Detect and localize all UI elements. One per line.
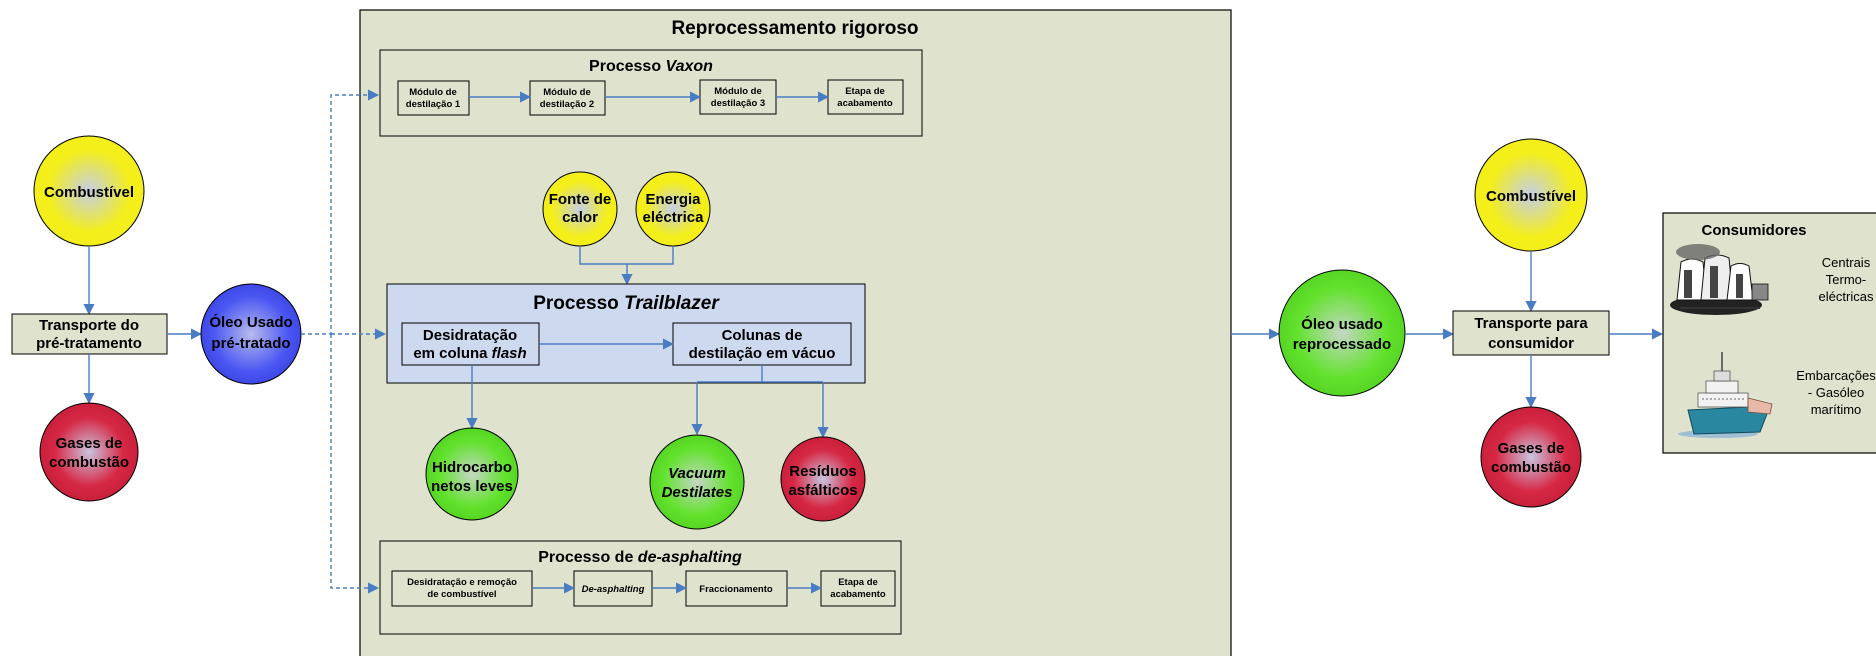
svg-text:destilação em vácuo: destilação em vácuo [689,345,836,362]
heat-source-node: Fonte de calor [542,171,618,247]
power-plants-label-2: Termo- [1826,272,1866,287]
svg-text:Combustível: Combustível [44,184,134,201]
svg-text:reprocessado: reprocessado [1293,336,1391,353]
consumer-transport-box: Transporte para consumidor [1452,310,1610,356]
deasphalting-step-1: Desidratação e remoção de combustível [391,570,533,607]
consumers-title: Consumidores [1701,222,1806,239]
svg-text:Módulo de: Módulo de [543,87,591,98]
trailblazer-step-dehydration: Desidratação em coluna flash [401,322,540,366]
deasphalting-step-3: Fraccionamento [685,570,788,607]
svg-text:Fraccionamento: Fraccionamento [699,584,773,595]
svg-text:asfálticos: asfálticos [788,482,857,499]
svg-text:Módulo de: Módulo de [714,86,762,97]
vacuum-distillates-node: Vacuum Destilates [649,434,745,530]
svg-text:Etapa de: Etapa de [838,577,878,588]
svg-text:Etapa de: Etapa de [845,86,885,97]
svg-text:em coluna flash: em coluna flash [413,345,526,362]
svg-text:calor: calor [562,209,598,226]
svg-text:Colunas de: Colunas de [722,327,803,344]
trailblazer-step-vacuum-distillation: Colunas de destilação em vácuo [672,322,852,366]
svg-text:Óleo usado: Óleo usado [1301,315,1383,333]
svg-text:Gases de: Gases de [1498,440,1565,457]
right-fuel-node: Combustível [1474,138,1588,252]
svg-text:Desidratação: Desidratação [423,327,517,344]
svg-text:pré-tratado: pré-tratado [211,335,290,352]
deasphalting-step-2: De-asphalting [573,570,653,607]
ships-label-2: - Gasóleo [1808,385,1864,400]
svg-text:destilação 3: destilação 3 [711,98,765,109]
svg-text:Resíduos: Resíduos [789,463,857,480]
ship-icon [1678,352,1773,438]
trailblazer-title: Processo Trailblazer [533,293,720,314]
svg-text:pré-tratamento: pré-tratamento [36,335,142,352]
dashed-line-to-vaxon [301,89,380,335]
vaxon-title: Processo Vaxon [589,58,713,75]
svg-text:De-asphalting: De-asphalting [582,584,645,595]
trailblazer-process: Processo Trailblazer Desidratação em col… [386,283,866,384]
svg-text:Energia: Energia [645,191,701,208]
svg-text:Gases de: Gases de [56,435,123,452]
vacuum-outputs-connector [697,365,823,383]
svg-text:destilação 1: destilação 1 [406,99,461,110]
vaxon-step-3: Módulo de destilação 3 [699,79,777,115]
svg-text:consumidor: consumidor [1488,335,1574,352]
left-transport-box: Transporte do pré-tratamento [11,313,168,355]
consumers-panel: Consumidores Centrais Termo- eléctricas [1662,212,1876,454]
vaxon-process: Processo Vaxon Módulo de destilação 1 Mó… [379,49,923,137]
left-fuel-node: Combustível [33,135,145,247]
power-plants-label-3: eléctricas [1819,289,1874,304]
svg-text:Óleo Usado: Óleo Usado [209,313,292,331]
svg-text:Vacuum: Vacuum [668,465,726,482]
svg-text:netos leves: netos leves [431,478,513,495]
asphaltic-residues-node: Resíduos asfálticos [780,436,866,522]
power-plants-label-1: Centrais [1822,255,1871,270]
svg-text:Destilates: Destilates [662,484,733,501]
main-panel-title: Reprocessamento rigoroso [671,18,918,39]
left-combustion-gases-node: Gases de combustão [39,402,139,502]
ships-label-1: Embarcações [1796,368,1876,383]
power-plant-icon [1670,244,1769,315]
deasphalting-step-4: Etapa de acabamento [820,570,896,607]
ships-label-3: marítimo [1811,402,1862,417]
svg-text:Fonte de: Fonte de [549,191,612,208]
electric-power-node: Energia eléctrica [635,171,711,247]
svg-text:destilação 2: destilação 2 [540,99,594,110]
svg-text:de combustível: de combustível [427,589,496,600]
vaxon-step-2: Módulo de destilação 2 [529,80,606,116]
svg-text:Transporte para: Transporte para [1474,315,1588,332]
svg-text:Módulo de: Módulo de [409,87,457,98]
svg-text:Desidratação e remoção: Desidratação e remoção [407,577,517,588]
deasphalting-title: Processo de de-asphalting [538,549,742,566]
svg-text:combustão: combustão [1491,459,1571,476]
reprocessed-oil-node: Óleo usado reprocessado [1278,269,1406,397]
dashed-line-to-deasphalting [330,334,380,594]
pretreated-oil-node: Óleo Usado pré-tratado [200,283,302,385]
svg-text:acabamento: acabamento [837,98,893,109]
svg-text:Transporte do: Transporte do [39,317,139,334]
svg-text:Combustível: Combustível [1486,188,1576,205]
svg-text:eléctrica: eléctrica [643,209,705,226]
deasphalting-process: Processo de de-asphalting Desidratação e… [379,540,902,635]
light-hydrocarbons-node: Hidrocarbo netos leves [425,427,519,521]
vaxon-step-1: Módulo de destilação 1 [397,80,470,116]
svg-text:acabamento: acabamento [830,589,886,600]
right-combustion-gases-node: Gases de combustão [1480,406,1582,508]
svg-text:combustão: combustão [49,454,129,471]
svg-text:Hidrocarbo: Hidrocarbo [432,459,512,476]
vaxon-step-4: Etapa de acabamento [827,79,904,115]
